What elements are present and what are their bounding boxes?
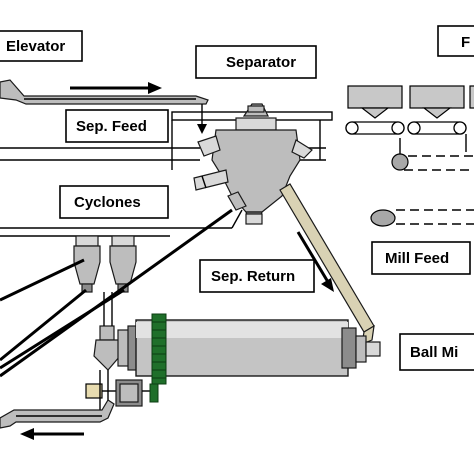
cyclones-label-text: Cyclones [74,194,141,211]
top-flow-arrow [70,82,162,94]
feeders-label: F [437,25,474,57]
bottom-flow-arrow [20,428,84,440]
ball-mill [117,319,381,377]
sep-return-label-text: Sep. Return [211,268,295,285]
mill-feed-label: Mill Feed [371,241,471,275]
mill-feed-conveyor [370,209,474,227]
separator [197,103,313,225]
bottom-conveyor [0,399,115,429]
feed-hopper-1 [347,85,403,119]
feed-hopper-2 [409,85,465,119]
ball-mill-label: Ball Mi [399,333,474,371]
cyclone-1 [73,235,101,293]
sep-return-label: Sep. Return [199,259,315,293]
feeders-label-text: F [461,34,470,51]
sep-feed-label-text: Sep. Feed [76,118,147,135]
ball-mill-label-text: Ball Mi [410,344,458,361]
weigh-feeder-2 [407,121,467,135]
return-flow-arrow [296,231,334,292]
girth-gear [151,313,167,385]
feed-hopper-3 [469,85,474,109]
feed-collecting-conveyor [391,134,474,171]
mill-inlet-chute [93,292,121,371]
mill-feed-label-text: Mill Feed [385,250,449,267]
weigh-feeder-1 [345,121,405,135]
separator-label: Separator [195,45,317,79]
cyclones-label: Cyclones [59,185,169,219]
elevator-label-text: Elevator [6,38,65,55]
sep-feed-label: Sep. Feed [65,109,169,143]
separator-label-text: Separator [226,54,296,71]
separator-feed-arrow [197,104,207,134]
top-conveyor [0,79,209,105]
cyclone-2 [109,235,137,293]
elevator-label: Elevator [0,30,83,62]
separator-side-chute [193,169,229,191]
